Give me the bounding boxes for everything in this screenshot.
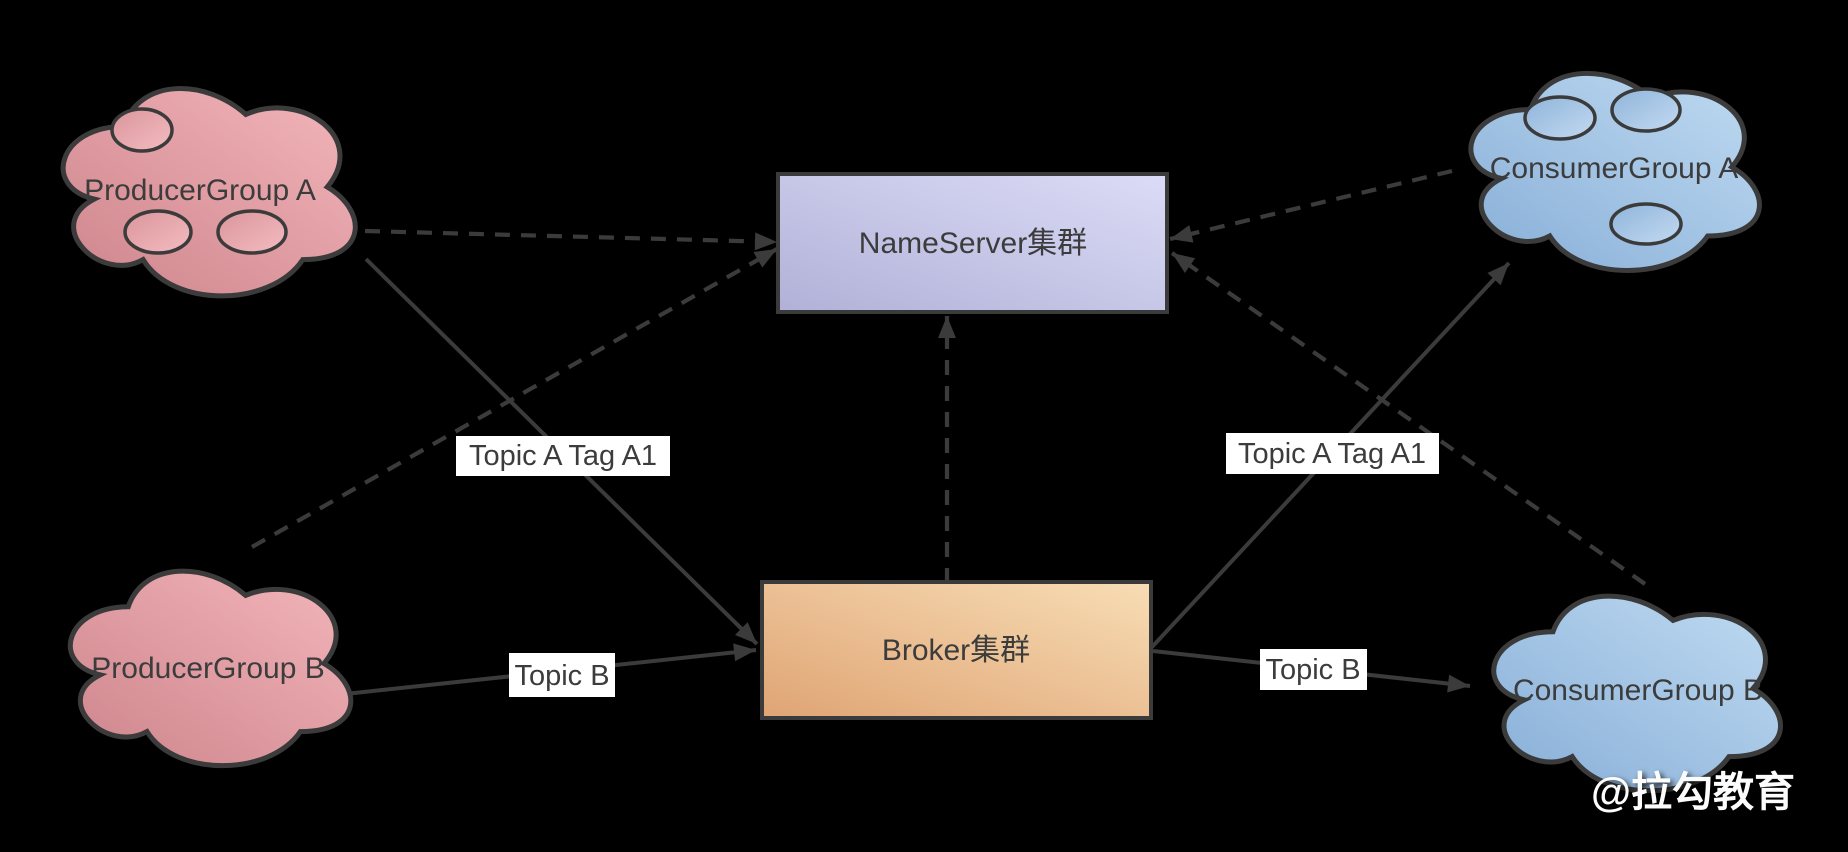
- producer-instance-ellipse: [110, 107, 174, 153]
- node-nameserver-cluster: NameServer集群: [776, 172, 1169, 314]
- watermark: @拉勾教育: [1591, 769, 1795, 815]
- producer-group-b-label: ProducerGroup B: [91, 652, 324, 685]
- producer-group-a-label: ProducerGroup A: [84, 174, 316, 207]
- edge-consumer-a-to-nameserver: [1169, 168, 1453, 243]
- edge-label-text: Topic B: [1265, 654, 1360, 686]
- nameserver-label: NameServer集群: [859, 227, 1087, 260]
- broker-label: Broker集群: [882, 634, 1030, 667]
- consumer-instance-ellipse: [1610, 87, 1682, 133]
- node-consumer-group-b: ConsumerGroup B: [1491, 593, 1783, 793]
- edge-label-text: Topic B: [514, 660, 609, 692]
- edge-producer-b-to-nameserver: [250, 247, 779, 549]
- edge-label-bg: [509, 653, 615, 697]
- consumer-instance-ellipse: [1609, 202, 1683, 246]
- node-consumer-group-a: ConsumerGroup A: [1468, 70, 1762, 273]
- broker-box: [760, 580, 1153, 720]
- edge-label-bg: [1260, 649, 1367, 690]
- edge-label-topic-b-left: Topic B: [509, 653, 615, 697]
- node-producer-group-b: ProducerGroup B: [67, 568, 354, 768]
- edge-label-bg: [456, 436, 670, 476]
- consumer-instance-ellipse: [1523, 95, 1597, 141]
- producer-group-b-cloud: [67, 568, 354, 768]
- producer-instance-ellipse: [123, 209, 193, 255]
- nameserver-box: [776, 172, 1169, 314]
- edge-label-topic-a-left: Topic A Tag A1: [456, 436, 670, 476]
- edge-label-bg: [1226, 433, 1439, 474]
- producer-instance-ellipse: [216, 209, 288, 255]
- consumer-group-b-cloud: [1491, 593, 1783, 793]
- edge-label-text: Topic A Tag A1: [469, 440, 657, 472]
- edge-producer-a-to-nameserver: [364, 228, 778, 251]
- edge-consumer-b-to-nameserver: [1170, 251, 1647, 586]
- node-broker-cluster: Broker集群: [760, 580, 1153, 720]
- consumer-group-b-label: ConsumerGroup B: [1513, 674, 1763, 707]
- node-producer-group-a: ProducerGroup A: [60, 86, 358, 299]
- consumer-group-a-label: ConsumerGroup A: [1490, 152, 1738, 185]
- edge-label-text: Topic A Tag A1: [1238, 438, 1426, 470]
- edge-label-topic-a-right: Topic A Tag A1: [1226, 433, 1439, 474]
- edge-label-topic-b-right: Topic B: [1260, 649, 1367, 690]
